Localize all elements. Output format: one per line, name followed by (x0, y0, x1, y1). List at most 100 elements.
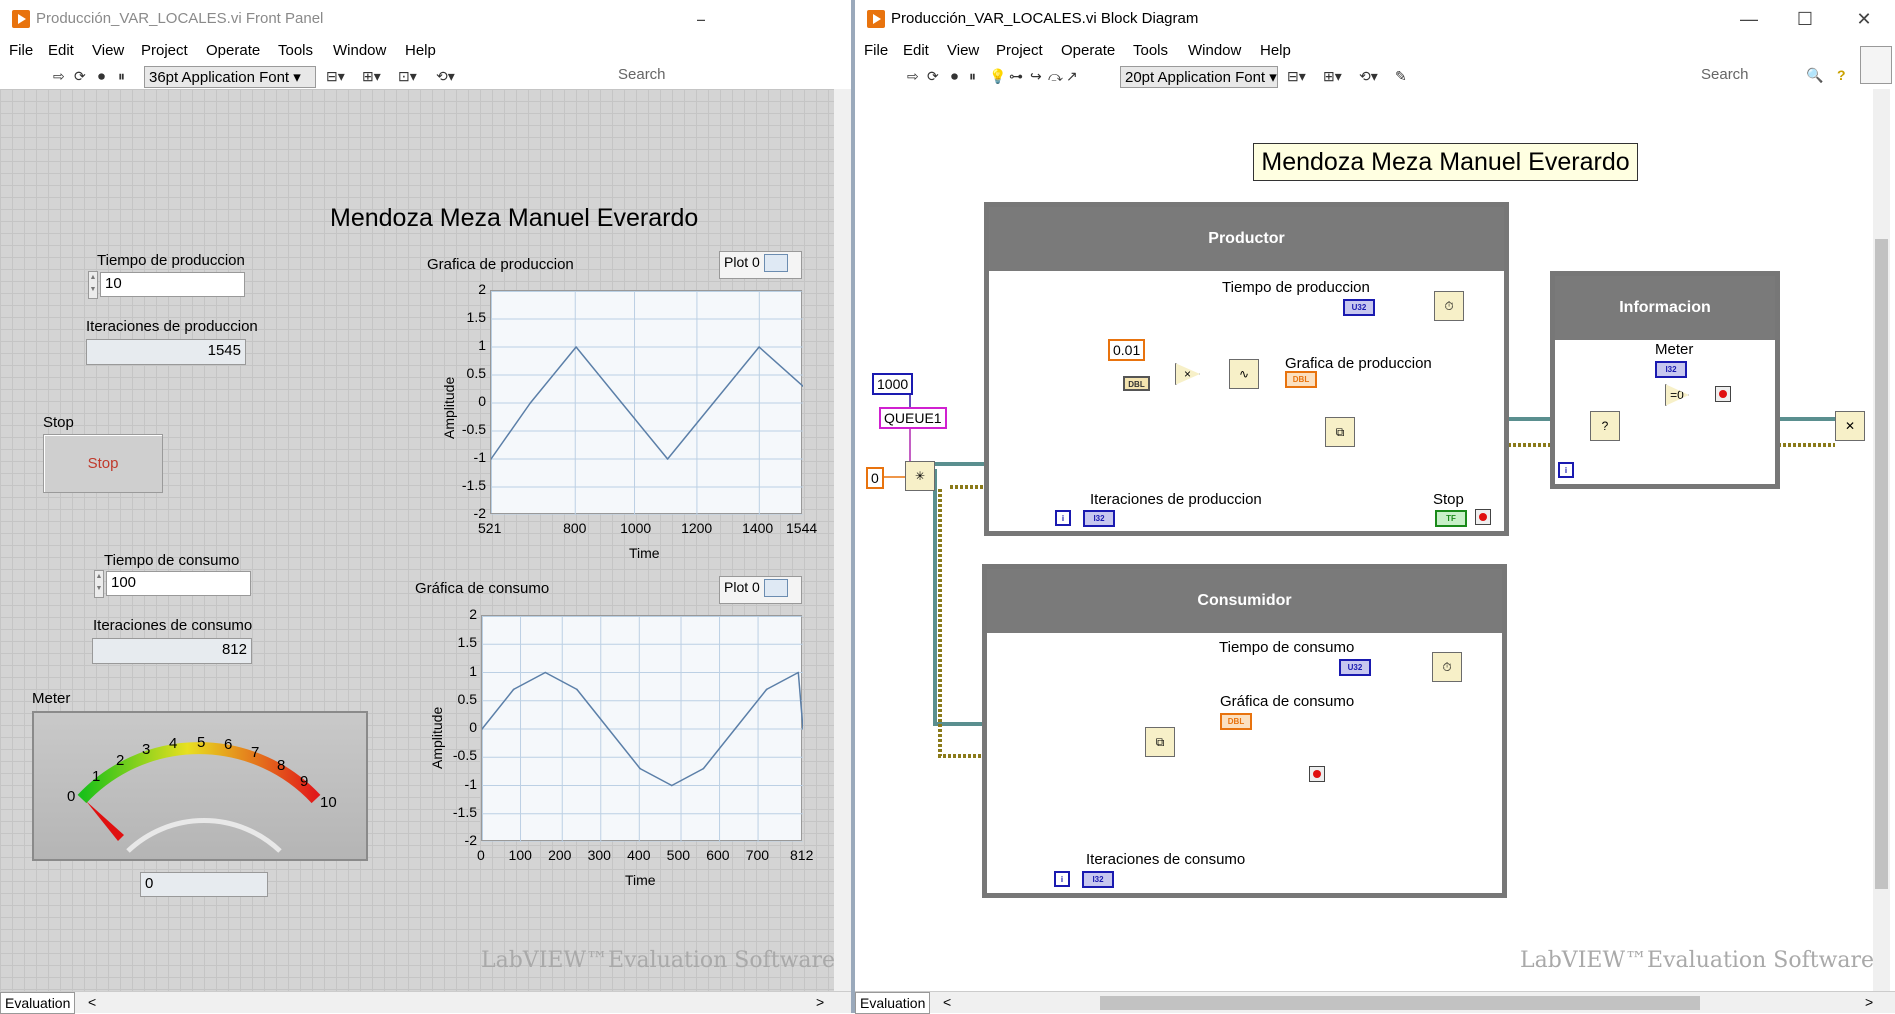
plot-line-icon (763, 254, 788, 273)
minimize-icon[interactable]: — (692, 6, 705, 32)
get-queue-status-icon[interactable]: ? (1590, 411, 1620, 441)
step-over-icon[interactable]: ⤼ (1048, 68, 1063, 84)
series-point (734, 728, 736, 730)
run-continuously-icon[interactable]: ⟳ (74, 68, 86, 84)
bd-iteraciones-consumo-terminal[interactable]: I32 (1082, 871, 1114, 888)
menu-view[interactable]: View (947, 42, 980, 59)
bd-stop-terminal[interactable]: TF (1435, 510, 1467, 527)
run-continuously-icon[interactable]: ⟳ (927, 68, 939, 84)
meter-label: Meter (32, 690, 71, 707)
menu-tools[interactable]: Tools (1133, 42, 1169, 59)
menu-window[interactable]: Window (1188, 42, 1242, 59)
tiempo-consumo-input[interactable]: 100 (106, 571, 251, 596)
bd-tiempo-consumo-terminal[interactable]: U32 (1339, 659, 1371, 676)
menu-operate[interactable]: Operate (206, 42, 261, 59)
menu-window[interactable]: Window (333, 42, 387, 59)
hscroll-thumb[interactable] (1100, 996, 1700, 1010)
bd-iteraciones-produccion-terminal[interactable]: I32 (1083, 510, 1115, 527)
run-arrow-icon[interactable]: ⇨ (53, 68, 65, 84)
step-into-icon[interactable]: ↪ (1030, 68, 1042, 84)
loop-condition-icon[interactable] (1475, 509, 1491, 525)
scroll-left-icon[interactable]: < (943, 994, 952, 1010)
stop-button[interactable]: Stop (43, 434, 163, 493)
tiempo-produccion-stepper[interactable]: ▲▼ (88, 271, 98, 299)
abort-icon[interactable]: ⏺ (98, 68, 105, 84)
pause-icon[interactable]: ⏸ (969, 68, 976, 84)
step-out-icon[interactable]: ↗ (1066, 68, 1078, 84)
connector-pane-icon[interactable] (1860, 46, 1892, 84)
distribute-icon[interactable]: ⊞▾ (362, 68, 381, 84)
search-icon[interactable]: 🔍 (1806, 67, 1824, 83)
dequeue-element-icon[interactable]: ⧉ (1145, 727, 1175, 757)
bd-const-queue-size[interactable]: 1000 (872, 373, 914, 395)
scroll-right-icon[interactable]: > (1865, 994, 1874, 1010)
bd-meter-terminal[interactable]: I32 (1655, 361, 1687, 378)
menu-help[interactable]: Help (405, 42, 436, 59)
maximize-icon[interactable]: ☐ (1796, 9, 1814, 29)
release-queue-icon[interactable]: ✕ (1835, 411, 1865, 441)
block-diagram-vscroll[interactable] (1873, 89, 1890, 991)
obtain-queue-icon[interactable]: ✳ (905, 461, 935, 491)
menu-operate[interactable]: Operate (1061, 42, 1116, 59)
meter-inner-arc (126, 818, 282, 853)
distribute-icon[interactable]: ⊞▾ (1323, 68, 1342, 84)
menu-tools[interactable]: Tools (278, 42, 314, 59)
abort-icon[interactable]: ⏺ (951, 68, 958, 84)
bd-const-queue-name[interactable]: QUEUE1 (879, 407, 947, 429)
loop-condition-icon[interactable] (1309, 766, 1325, 782)
menu-view[interactable]: View (92, 42, 125, 59)
menu-project[interactable]: Project (996, 42, 1043, 59)
font-selector[interactable]: 36pt Application Font ▾ (144, 66, 316, 88)
grafica-produccion-legend[interactable]: Plot 0 (719, 251, 802, 279)
front-panel-titlebar: Producción_VAR_LOCALES.vi Front Panel — … (0, 0, 705, 38)
menu-edit[interactable]: Edit (48, 42, 74, 59)
bd-tiempo-produccion-terminal[interactable]: U32 (1343, 299, 1375, 316)
front-panel-vscroll[interactable] (834, 89, 851, 991)
y-tick-label: -1.5 (461, 477, 486, 493)
bd-const-zero[interactable]: 0 (866, 467, 884, 489)
highlight-execution-icon[interactable]: 💡 (989, 68, 1007, 84)
loop-condition-icon[interactable] (1715, 386, 1731, 402)
pause-icon[interactable]: ⏸ (118, 68, 125, 84)
align-icon[interactable]: ⊟▾ (1287, 68, 1306, 84)
grafica-consumo-plot (481, 615, 804, 843)
run-arrow-icon[interactable]: ⇨ (907, 68, 919, 84)
scroll-left-icon[interactable]: < (88, 994, 97, 1010)
menu-edit[interactable]: Edit (903, 42, 929, 59)
scroll-right-icon[interactable]: > (816, 994, 825, 1010)
reorder-icon[interactable]: ⟲▾ (436, 68, 455, 84)
vscroll-thumb[interactable] (1875, 239, 1888, 889)
series-point (544, 671, 547, 674)
minimize-icon[interactable]: — (1740, 9, 1758, 29)
grafica-consumo-xlabel: Time (625, 872, 656, 888)
sine-function-icon[interactable]: ∿ (1229, 359, 1259, 389)
bd-const-amplitude[interactable]: 0.01 (1108, 339, 1146, 361)
close-icon[interactable]: ✕ (1856, 9, 1872, 29)
cleanup-diagram-icon[interactable]: ✎ (1395, 68, 1407, 84)
menu-project[interactable]: Project (141, 42, 188, 59)
retain-wire-values-icon[interactable]: ⊶ (1009, 68, 1023, 84)
help-icon[interactable]: ? (1837, 67, 1846, 83)
enqueue-element-icon[interactable]: ⧉ (1325, 417, 1355, 447)
tiempo-consumo-stepper[interactable]: ▲▼ (94, 570, 104, 598)
search-input[interactable]: Search (618, 66, 705, 88)
align-icon[interactable]: ⊟▾ (326, 68, 345, 84)
menu-file[interactable]: File (9, 42, 34, 59)
meter-tick-9: 9 (300, 773, 308, 790)
font-selector[interactable]: 20pt Application Font ▾ (1120, 66, 1278, 88)
bd-grafica-consumo-terminal[interactable]: DBL (1220, 713, 1252, 730)
reorder-icon[interactable]: ⟲▾ (1359, 68, 1378, 84)
block-diagram-evaluation-tab[interactable]: Evaluation (855, 992, 931, 1014)
bd-grafica-produccion-terminal[interactable]: DBL (1285, 371, 1317, 388)
wait-ms-icon[interactable]: ⏱ (1434, 291, 1464, 321)
tiempo-produccion-input[interactable]: 10 (100, 272, 245, 297)
x-tick-label: 1400 (742, 520, 774, 536)
wait-ms-icon[interactable]: ⏱ (1432, 652, 1462, 682)
menu-file[interactable]: File (864, 42, 889, 59)
grafica-consumo-legend[interactable]: Plot 0 (719, 576, 802, 604)
meter-tick-6: 6 (224, 736, 232, 753)
front-panel-evaluation-tab[interactable]: Evaluation (0, 992, 76, 1014)
resize-icon[interactable]: ⊡▾ (398, 68, 417, 84)
search-input[interactable]: Search (1701, 66, 1801, 88)
menu-help[interactable]: Help (1260, 42, 1291, 59)
